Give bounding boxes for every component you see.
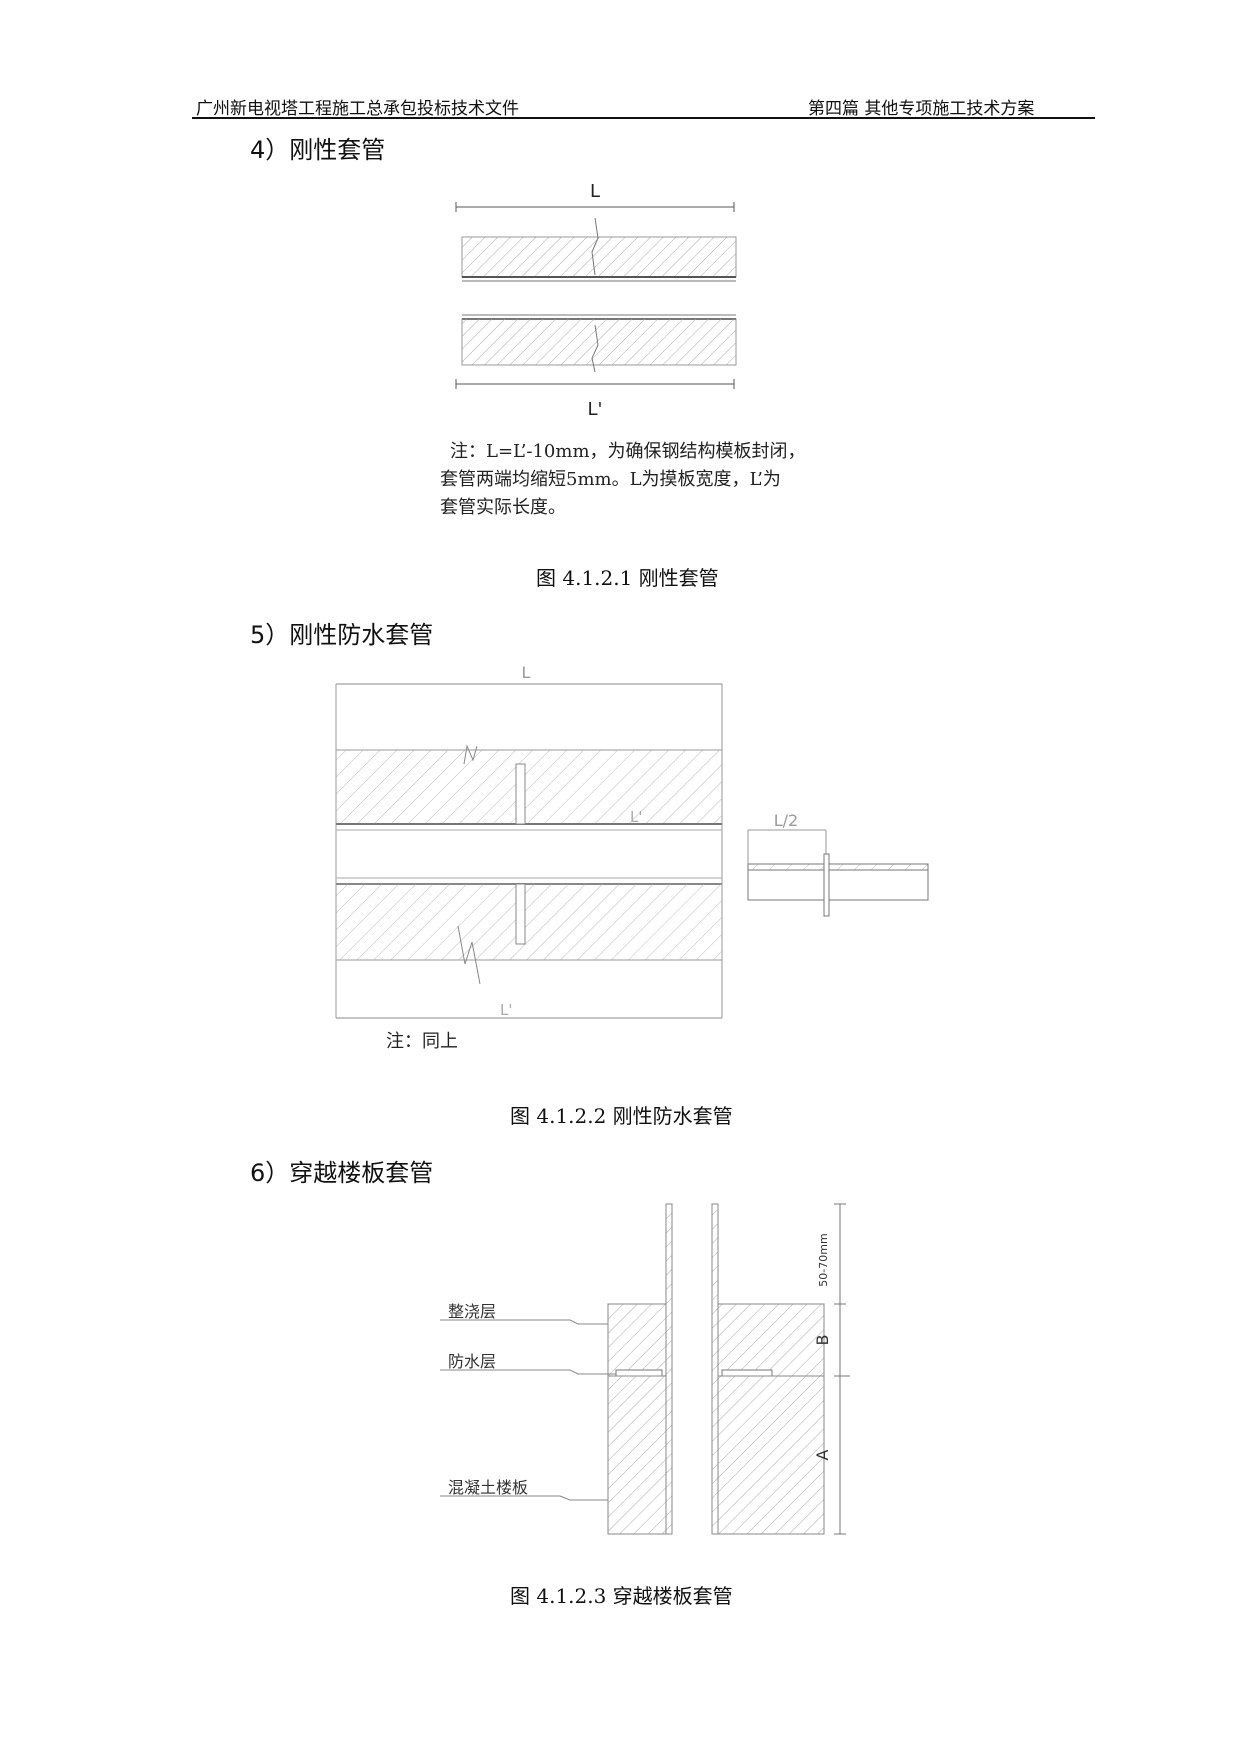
break-mark-upper: [463, 744, 478, 765]
concrete-slab-left: [607, 1375, 667, 1535]
note-line: 套管两端均缩短5mm。L为摸板宽度，L’为: [440, 469, 781, 490]
dimension-line-top: [455, 202, 735, 212]
concrete-slab-right: [717, 1375, 825, 1535]
section-heading-waterproof-sleeve: 5）刚性防水套管: [250, 621, 434, 649]
leader-topping: [440, 1319, 608, 1325]
upper-pipe-wall: [461, 236, 737, 278]
topping-layer-right: [717, 1303, 825, 1377]
dim-label-L-prime-bottom: L': [500, 1001, 512, 1019]
label-concrete-slab: 混凝土楼板: [448, 1478, 529, 1497]
dimension-line-top: [335, 683, 723, 1018]
figure-caption-1: 图 4.1.2.1 刚性套管: [536, 566, 719, 590]
leader-waterproof: [440, 1369, 616, 1375]
lower-pipe-wall: [461, 318, 737, 366]
note-line: 注：L=L’-10mm，为确保钢结构模板封闭，: [450, 441, 806, 462]
topping-layer-left: [607, 1303, 667, 1377]
label-waterproof-layer: 防水层: [448, 1352, 497, 1371]
waterproof-layer-right: [721, 1369, 773, 1377]
header-left-title: 广州新电视塔工程施工总承包投标技术文件: [196, 99, 519, 119]
break-mark-lower: [457, 925, 481, 985]
figure-caption-2: 图 4.1.2.2 刚性防水套管: [510, 1104, 733, 1128]
label-topping-layer: 整浇层: [448, 1302, 497, 1321]
figure-waterproof-sleeve: L L' L' L/2: [335, 664, 929, 1019]
dimension-line-bottom: [455, 379, 735, 389]
section-heading-floor-sleeve: 6）穿越楼板套管: [250, 1159, 434, 1187]
waterproof-layer-left: [615, 1369, 663, 1377]
dimension-chain-right: [834, 1203, 850, 1535]
section-heading-rigid-sleeve: 4）刚性套管: [250, 136, 386, 164]
figure-note-waterproof-sleeve: 注：同上: [386, 1031, 458, 1052]
lower-sleeve-wall: [335, 883, 723, 961]
figure-note-rigid-sleeve: 注：L=L’-10mm，为确保钢结构模板封闭， 套管两端均缩短5mm。L为摸板宽…: [440, 438, 806, 522]
water-stop-ring-upper: [515, 763, 526, 825]
side-view-detail: [747, 829, 929, 917]
dim-label-L: L: [590, 181, 600, 202]
figure-rigid-sleeve: L L': [455, 181, 737, 420]
header-rule: [192, 117, 1095, 119]
figure-caption-3: 图 4.1.2.3 穿越楼板套管: [510, 1584, 733, 1608]
upper-sleeve-wall: [335, 749, 723, 825]
dim-label-top-gap: 50-70mm: [817, 1233, 830, 1286]
dim-label-L: L: [522, 664, 531, 682]
figure-floor-sleeve: 50-70mm B A: [440, 1203, 850, 1535]
dim-label-B: B: [813, 1335, 832, 1346]
break-mark-bottom: [591, 324, 599, 373]
break-mark-top: [591, 217, 599, 276]
dim-label-L-prime: L': [588, 399, 603, 420]
water-stop-ring-lower: [515, 883, 526, 945]
sleeve-wall-left: [665, 1203, 673, 1535]
dim-label-L-prime-mid: L': [630, 808, 642, 826]
dim-label-half-L: L/2: [774, 811, 798, 830]
note-line: 套管实际长度。: [440, 497, 566, 518]
dim-label-A: A: [813, 1449, 832, 1460]
sleeve-wall-right: [711, 1203, 719, 1535]
header-right-title: 第四篇 其他专项施工技术方案: [808, 99, 1035, 119]
leader-slab: [440, 1495, 608, 1501]
